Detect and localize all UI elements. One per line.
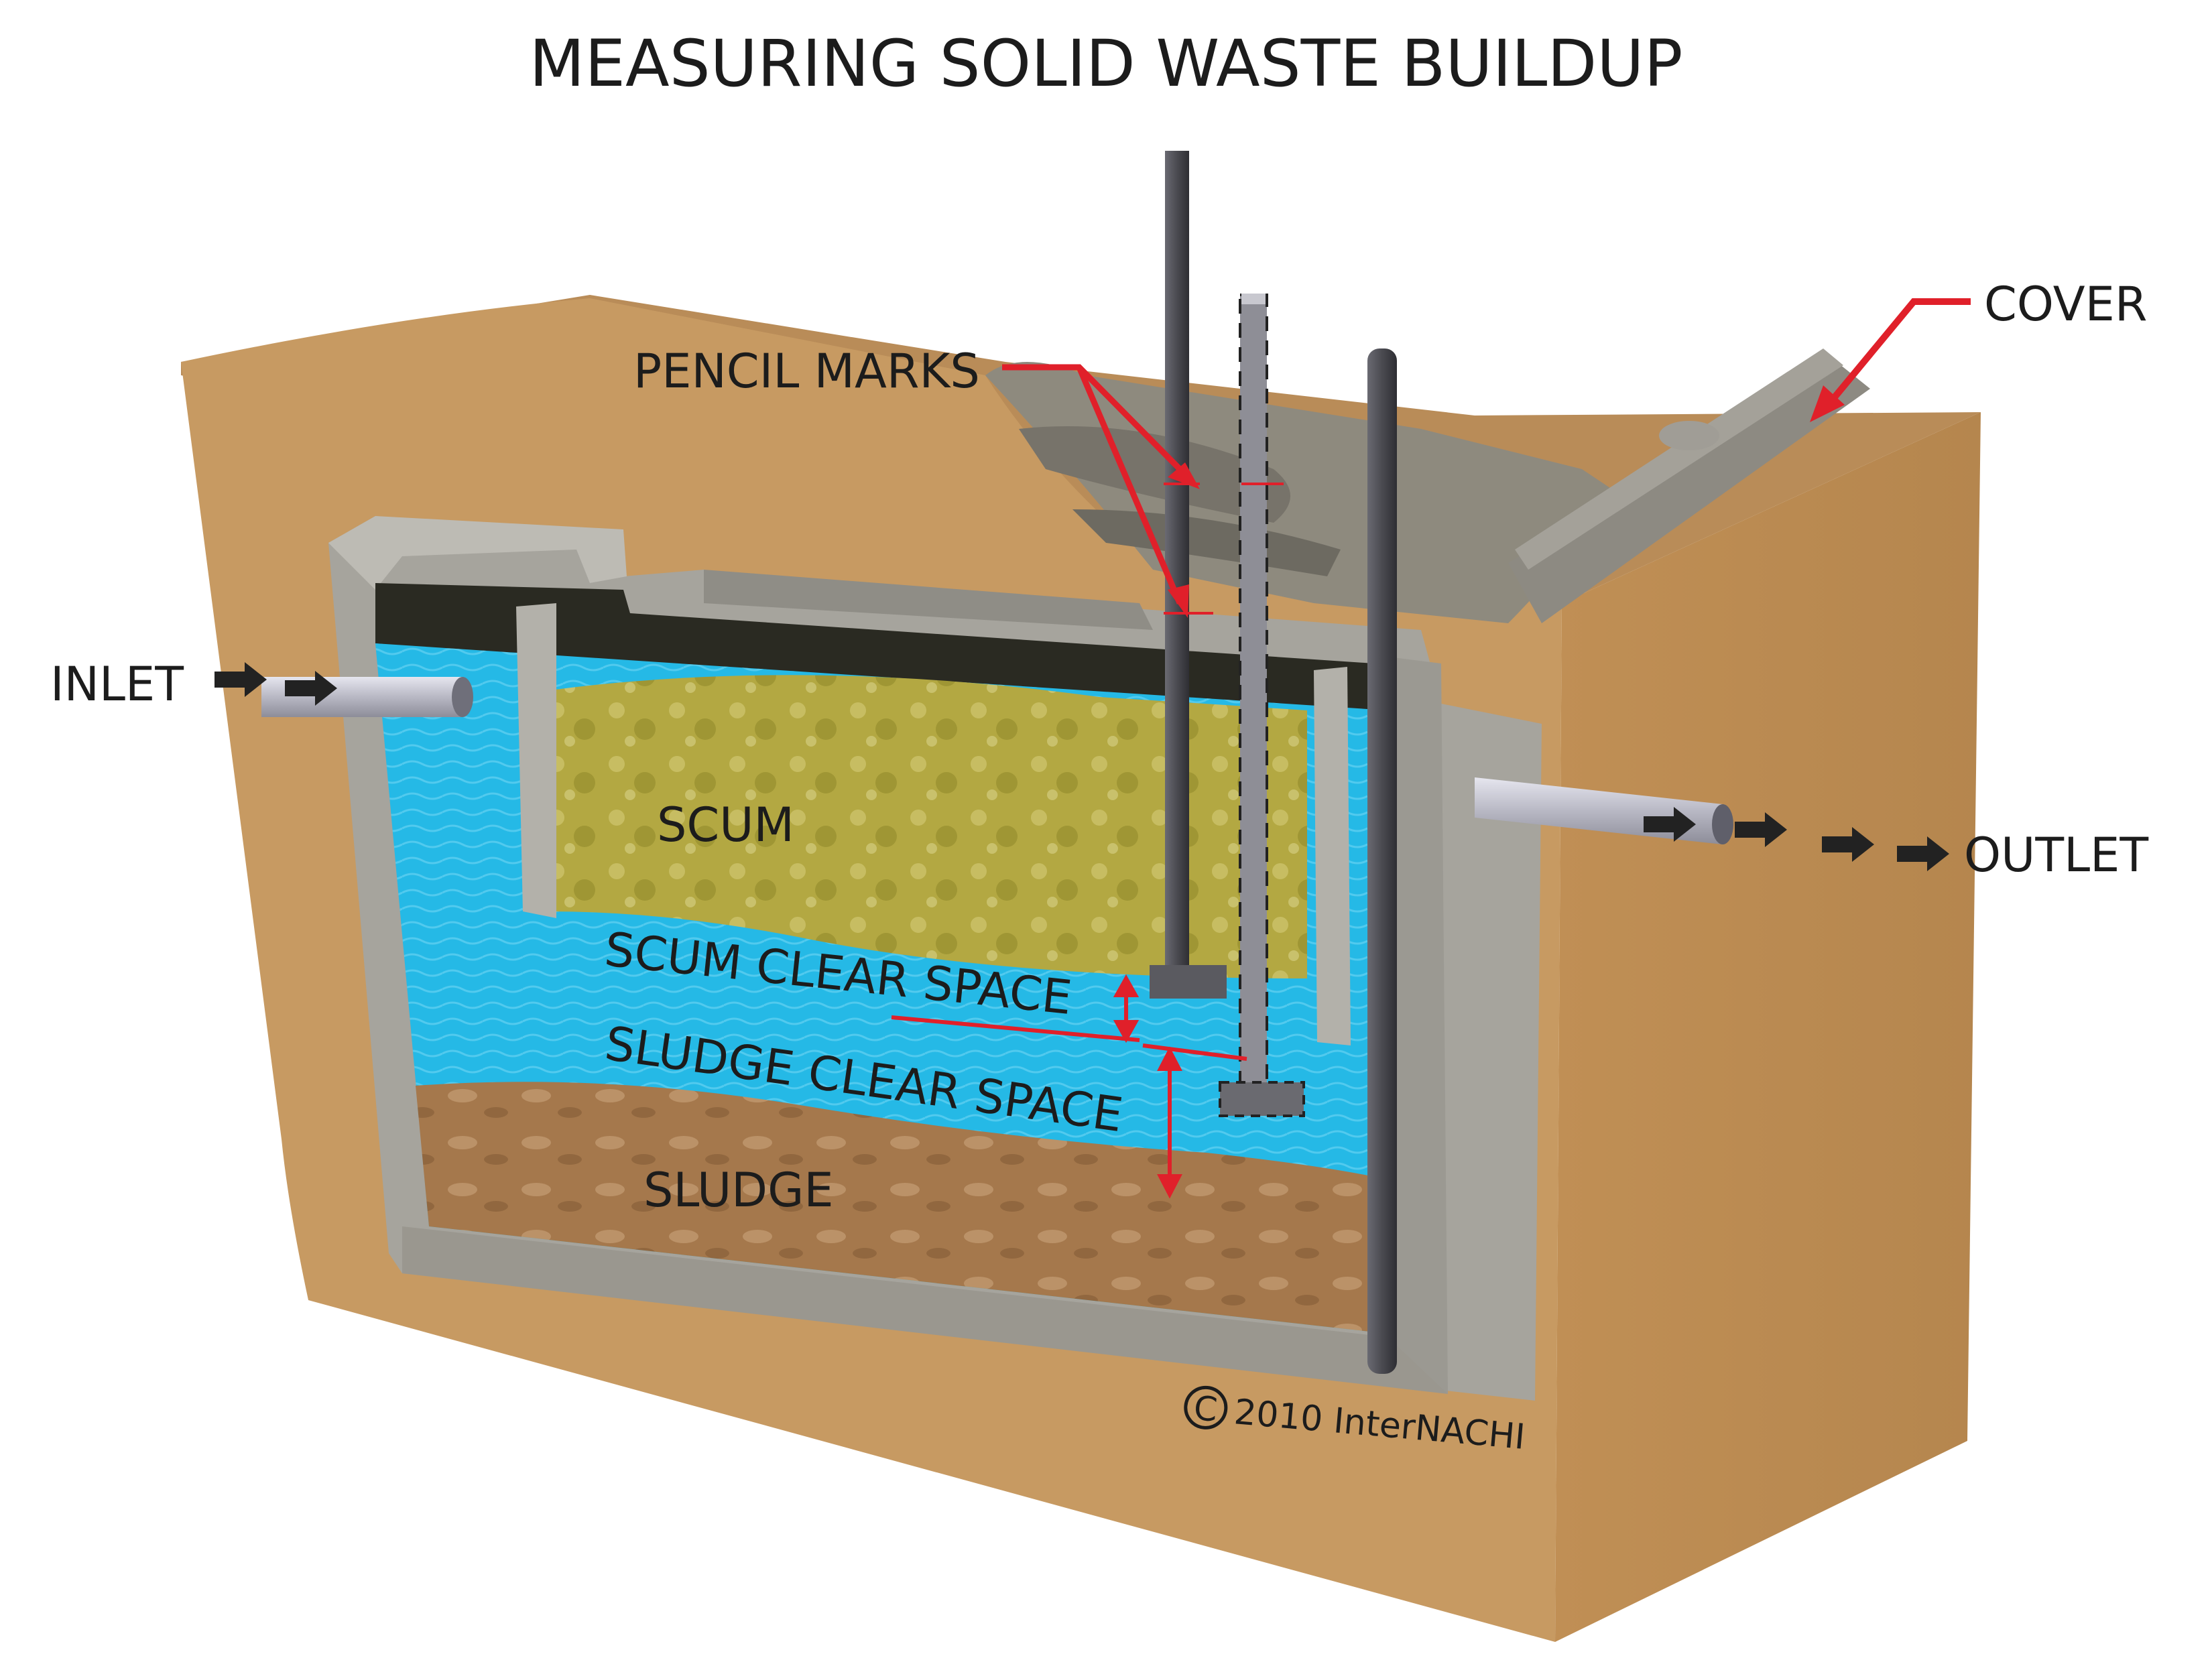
outlet-label: OUTLET (1964, 828, 2148, 883)
cover-pointer (1831, 298, 1971, 401)
soil-side-face (1555, 412, 1981, 1642)
tank-lid-left (328, 516, 627, 590)
trench-ridge-2 (1072, 509, 1341, 576)
sludge-clear-space-arrow (1157, 1046, 1182, 1199)
cover-pointer-head (1810, 385, 1845, 422)
sludge-stick-foot (1219, 1081, 1305, 1117)
outlet-pipe-end (1712, 804, 1733, 844)
pencil-pointer-head-1 (1168, 462, 1200, 489)
cover-handle (1659, 421, 1719, 450)
pencil-pointer-head-2 (1168, 584, 1189, 618)
cover-slab (1508, 362, 1870, 623)
right-arrow-icon (1735, 812, 1787, 847)
scum-clear-space-line (891, 1015, 1140, 1042)
right-arrow-icon (1897, 836, 1949, 871)
right-pole (1367, 348, 1397, 1374)
inlet-baffle (516, 603, 556, 918)
trench-ridge-1 (1019, 426, 1290, 523)
outlet-baffle (1314, 667, 1351, 1045)
sludge-measuring-stick (1239, 294, 1268, 1087)
right-arrow-icon (1822, 827, 1874, 862)
right-arrow-icon (214, 662, 267, 697)
pencil-marks-label: PENCIL MARKS (633, 344, 980, 399)
sludge-clear-space-line (1142, 1043, 1247, 1061)
right-arrow-icon (1644, 807, 1696, 842)
scum-layer (550, 675, 1307, 978)
sludge-label: SLUDGE (643, 1163, 834, 1218)
diagram-title: MEASURING SOLID WASTE BUILDUP (530, 26, 1683, 101)
copyright-symbol: C (1192, 1389, 1219, 1429)
scum-clear-space-arrow (1113, 974, 1140, 1043)
tank-lid-center (704, 570, 1153, 630)
scum-stick-flap (1150, 965, 1227, 999)
cover-label: COVER (1984, 277, 2148, 332)
pencil-marks-pointer (1002, 364, 1189, 604)
inlet-arrows (214, 662, 337, 706)
tank-right-wall (1388, 657, 1448, 1394)
inlet-pipe-end (452, 677, 473, 717)
sludge-layer (416, 1082, 1388, 1334)
excavation-trench (985, 362, 1622, 623)
scum-label: SCUM (657, 798, 794, 852)
copyright-icon (1184, 1385, 1228, 1429)
cover-slab-top (1515, 348, 1843, 570)
sludge-stick-cap (1241, 294, 1266, 304)
tank-bottom-lip (402, 1226, 1448, 1394)
right-arrow-icon (285, 671, 337, 706)
scum-measuring-stick (1165, 151, 1189, 982)
inlet-label: INLET (50, 657, 184, 712)
outlet-arrows (1644, 807, 1949, 871)
